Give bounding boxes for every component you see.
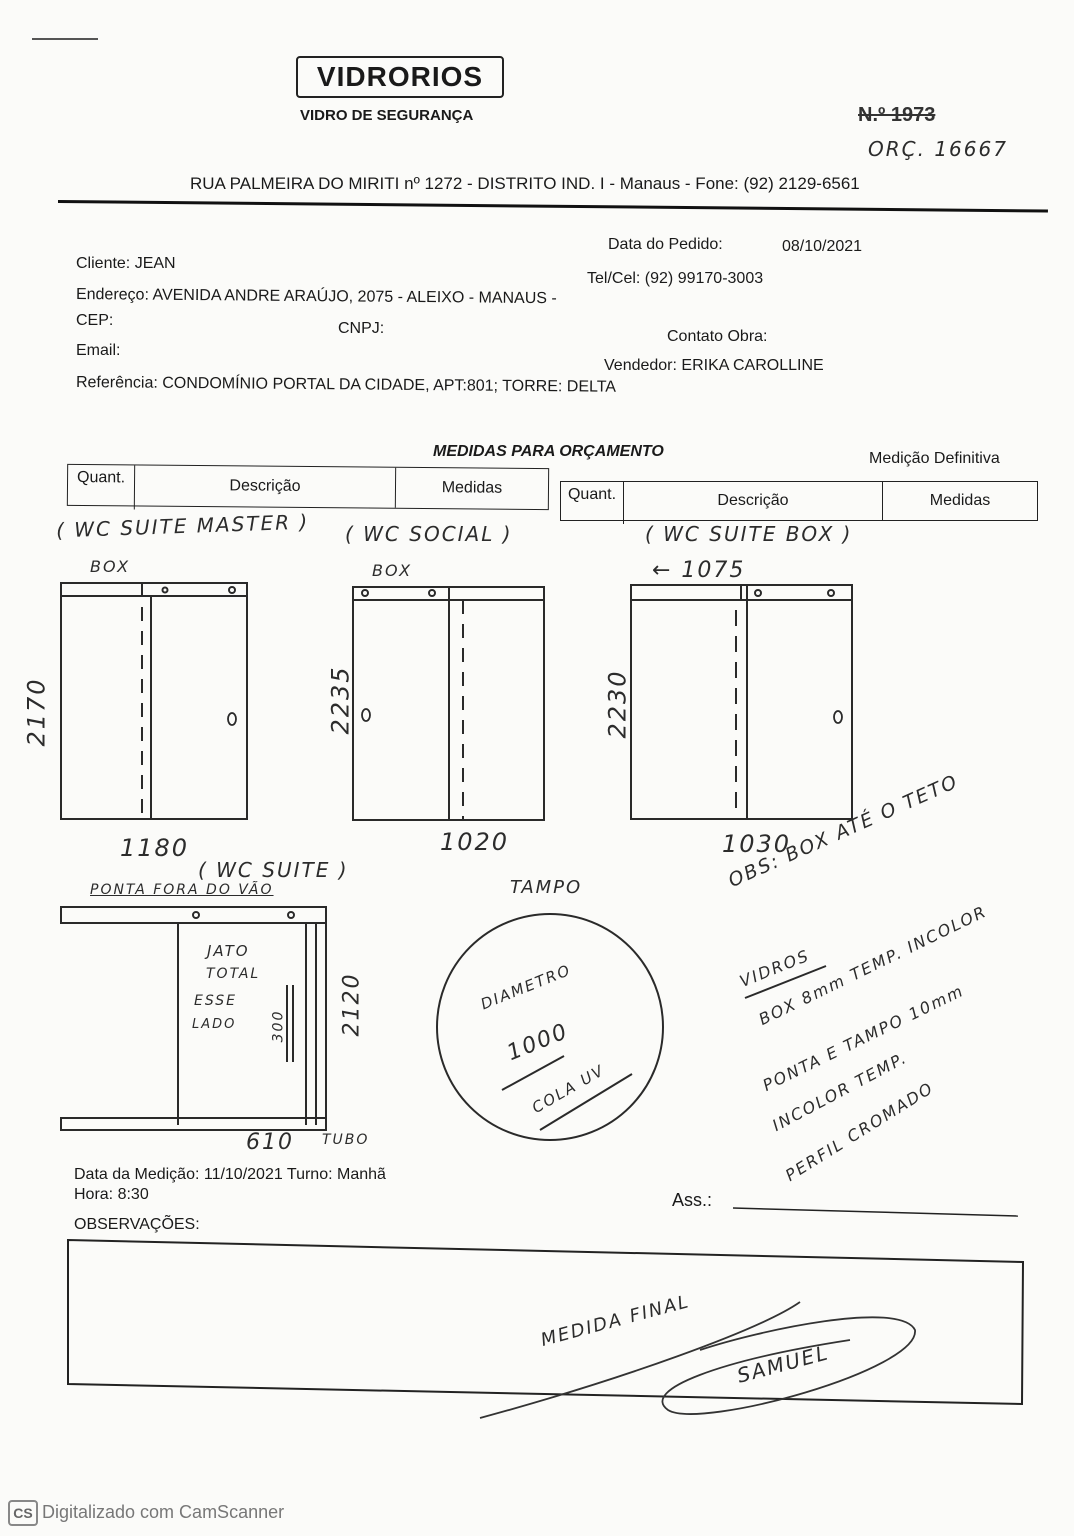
cep: CEP: xyxy=(76,312,114,329)
wc1-box: BOX xyxy=(90,557,131,576)
box-4-frame xyxy=(60,906,327,1131)
cnpj: CNPJ: xyxy=(338,320,385,337)
wc4-note1: JATO xyxy=(207,942,250,960)
wc2-height: 2235 xyxy=(326,665,355,735)
wc4-note3: ESSE xyxy=(194,993,237,1009)
wc4-tubo: TUBO xyxy=(322,1132,370,1148)
wc4-sub: PONTA FORA DO VÃO xyxy=(90,882,274,898)
tampo-title: TAMPO xyxy=(510,877,583,898)
wc3-top: ← 1075 xyxy=(652,558,746,583)
section-title: MEDIDAS PARA ORÇAMENTO xyxy=(433,443,664,460)
wc2-width: 1020 xyxy=(440,828,510,856)
wc4-handle: 300 xyxy=(270,1009,287,1043)
assinatura-label: Ass.: xyxy=(672,1190,713,1210)
brand-logo: VIDRORIOS xyxy=(296,56,504,98)
cliente: Cliente: JEAN xyxy=(76,255,176,272)
data-pedido-label: Data do Pedido: xyxy=(608,236,723,253)
wc4-note4: LADO xyxy=(192,1017,237,1032)
camscanner-text: Digitalizado com CamScanner xyxy=(42,1502,285,1522)
box-1-frame xyxy=(60,582,248,820)
wc4-note2: TOTAL xyxy=(206,966,261,982)
wc4-width: 610 xyxy=(246,1130,294,1155)
data-pedido: 08/10/2021 xyxy=(782,238,863,255)
wc1-width: 1180 xyxy=(120,834,190,862)
wc2-box: BOX xyxy=(372,561,413,580)
medicao-definitiva: Medição Definitiva xyxy=(869,450,1000,467)
box-3-frame xyxy=(630,584,853,820)
wc4-title: ( WC SUITE ) xyxy=(198,858,349,882)
data-medicao: Data da Medição: 11/10/2021 Turno: Manhã xyxy=(74,1166,386,1183)
wc4-height: 2120 xyxy=(339,972,365,1037)
brand-tagline: VIDRO DE SEGURANÇA xyxy=(300,107,474,124)
company-address: RUA PALMEIRA DO MIRITI nº 1272 - DISTRIT… xyxy=(190,174,860,193)
camscanner-logo: CS xyxy=(8,1500,38,1526)
contato-obra: Contato Obra: xyxy=(667,328,768,345)
wc3-height: 2230 xyxy=(603,669,632,739)
orc-note: ORÇ. 16667 xyxy=(868,137,1008,161)
col-medidas-right: Medidas xyxy=(929,492,991,509)
wc2-title: ( WC SOCIAL ) xyxy=(345,522,513,546)
wc3-width: 1030 xyxy=(722,830,792,858)
observacoes-box xyxy=(67,1238,1025,1406)
wc1-height: 2170 xyxy=(22,677,51,747)
document-number: N.º 1973 xyxy=(858,104,936,126)
col-quant-right: Quant. xyxy=(561,482,624,524)
box-2-frame xyxy=(352,586,545,821)
wc3-title: ( WC SUITE BOX ) xyxy=(645,522,853,546)
observacoes-label: OBSERVAÇÕES: xyxy=(74,1216,200,1233)
email: Email: xyxy=(76,342,121,359)
stray-mark xyxy=(32,38,98,40)
tel-cel: Tel/Cel: (92) 99170-3003 xyxy=(587,270,764,287)
table-header-right: Quant. Descrição Medidas xyxy=(560,481,1038,524)
hora: Hora: 8:30 xyxy=(74,1186,149,1203)
col-desc-right: Descrição xyxy=(624,482,883,520)
vendedor: Vendedor: ERIKA CAROLLINE xyxy=(604,357,824,374)
tampo-circle xyxy=(436,913,664,1141)
